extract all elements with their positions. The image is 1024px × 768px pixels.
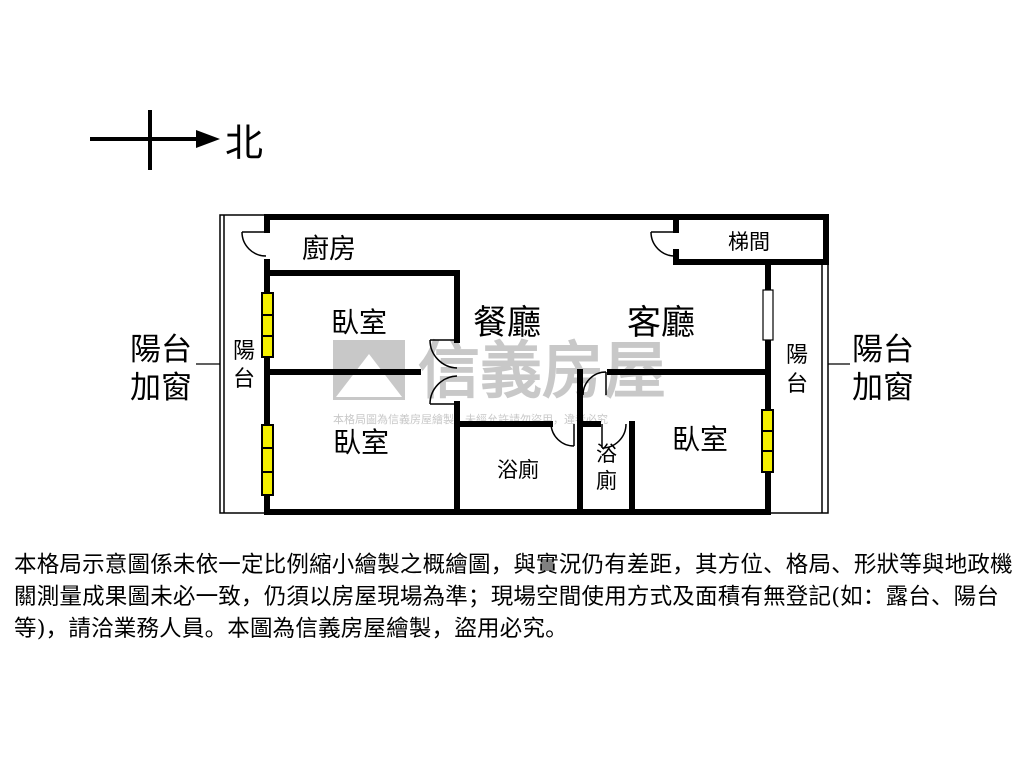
living-label: 客廳 (627, 303, 695, 343)
watermark: 信義房屋 本格局圖為信義房屋繪製，未經允許請勿盜用，違者必究 (333, 334, 666, 426)
stair-label: 梯間 (728, 230, 770, 254)
bath-center-label: 浴廁 (497, 458, 539, 482)
door-bedroom-lower (429, 375, 458, 405)
window-left-upper (261, 292, 274, 358)
disclaimer-text: 本格局示意圖係未依一定比例縮小繪製之概繪圖，與實況仍有差距，其方位、格局、形狀等… (14, 552, 1013, 642)
balcony-right-label-2: 台 (786, 372, 808, 397)
room-labels: 廚房 梯間 臥室 臥室 臥室 餐廳 客廳 浴廁 浴 廁 陽 台 陽 台 (233, 230, 808, 493)
kitchen-label: 廚房 (302, 234, 356, 265)
bath-small-label-1: 浴 (596, 442, 617, 466)
sliding-window (762, 289, 774, 341)
balcony-left-label-1: 陽 (233, 339, 255, 364)
door-balcony-kitchen (241, 231, 267, 257)
door-stair (650, 231, 676, 257)
floor-plan: 北 信義房屋 本格局圖為信義房屋繪製，未經允許請勿盜用，違者必究 (90, 110, 914, 515)
callout-labels: 陽台 加窗 陽台 加窗 (130, 332, 914, 406)
balcony-right-label-1: 陽 (786, 343, 808, 368)
callout-left-line1: 陽台 (130, 332, 192, 368)
compass: 北 (90, 110, 263, 170)
north-arrow-icon (196, 130, 220, 148)
door-bath-center (550, 423, 575, 447)
bedroom-lower-left-label: 臥室 (333, 426, 389, 459)
north-label: 北 (225, 121, 263, 165)
walls (264, 214, 829, 515)
door-bedroom-upper (429, 339, 458, 369)
callout-left-line2: 加窗 (130, 370, 192, 406)
bath-small-label-2: 廁 (596, 469, 617, 493)
window-left-lower (261, 424, 274, 496)
window-right (761, 409, 774, 473)
balcony-left-label-2: 台 (233, 367, 255, 392)
door-bedroom-right (582, 371, 607, 396)
bedroom-upper-left-label: 臥室 (331, 306, 387, 339)
doors (241, 231, 676, 449)
callout-right-line1: 陽台 (852, 332, 914, 368)
door-bath-small (601, 423, 627, 449)
windows (261, 292, 774, 496)
callout-right-line2: 加窗 (852, 370, 914, 406)
bedroom-right-label: 臥室 (672, 423, 728, 456)
dining-label: 餐廳 (473, 303, 541, 343)
